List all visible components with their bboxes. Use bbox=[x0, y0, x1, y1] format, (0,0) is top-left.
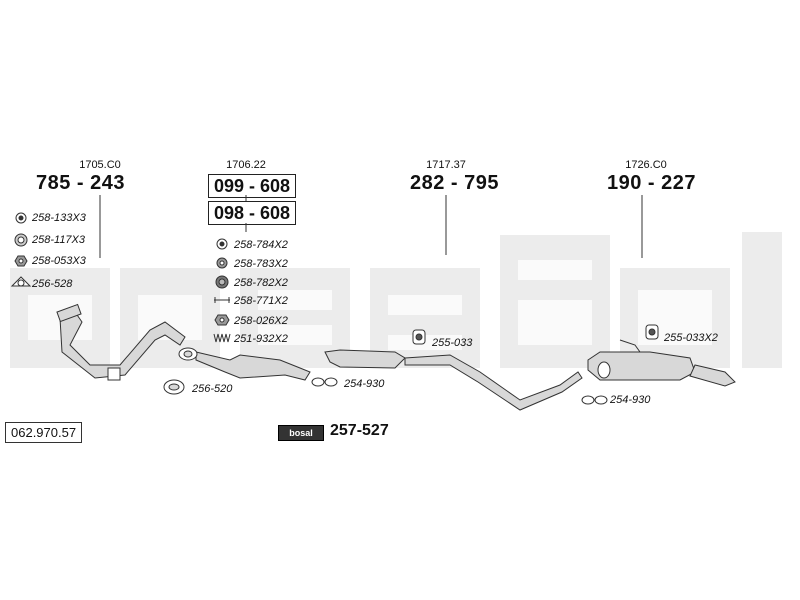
washer-icon bbox=[18, 215, 24, 221]
ring-icon bbox=[17, 236, 25, 244]
gasket-icon bbox=[17, 279, 25, 287]
kit-number: 257-527 bbox=[330, 422, 389, 439]
group4-ref: 1726.C0 bbox=[625, 159, 667, 171]
group3-number: 282 - 795 bbox=[410, 172, 500, 194]
nut-icon bbox=[18, 258, 24, 264]
part-label: 251-932X2 bbox=[234, 333, 288, 345]
flange bbox=[56, 303, 82, 323]
part-label: 255-033 bbox=[432, 337, 473, 349]
part-label: 258-783X2 bbox=[234, 258, 288, 270]
part-label: 258-133X3 bbox=[32, 212, 86, 224]
group2-number-1: 099 - 608 bbox=[208, 174, 297, 198]
hanger-bracket bbox=[619, 339, 641, 353]
clamp-icon bbox=[311, 377, 325, 387]
clamp-icon bbox=[581, 395, 595, 405]
group2-number-2: 098 - 608 bbox=[208, 201, 297, 225]
part-label: 256-520 bbox=[192, 383, 233, 395]
part-label: 258-784X2 bbox=[234, 239, 288, 251]
intermediate-pipe bbox=[404, 354, 583, 411]
part-label: 258-053X3 bbox=[32, 255, 86, 267]
part-label: 258-782X2 bbox=[234, 277, 288, 289]
catalytic-converter bbox=[195, 351, 311, 381]
hanger bbox=[107, 367, 121, 381]
part-label: 255-033X2 bbox=[664, 332, 718, 344]
group2-ref: 1706.22 bbox=[226, 159, 266, 171]
middle-silencer bbox=[324, 349, 406, 369]
bolt-icon bbox=[214, 297, 230, 303]
group1-ref: 1705.C0 bbox=[79, 159, 121, 171]
group3-ref: 1717.37 bbox=[426, 159, 466, 171]
part-label: 258-117X3 bbox=[32, 234, 86, 246]
part-label: 254-930 bbox=[344, 378, 385, 390]
part-label: 258-771X2 bbox=[234, 295, 288, 307]
catalog-number: 062.970.57 bbox=[5, 422, 83, 443]
tail-pipe bbox=[689, 364, 736, 387]
front-pipe bbox=[59, 311, 186, 379]
bosal-kit-logo: bosal bbox=[278, 425, 324, 441]
group1-number: 785 - 243 bbox=[36, 172, 126, 194]
group4-number: 190 - 227 bbox=[607, 172, 697, 194]
part-label: 256-528 bbox=[32, 278, 73, 290]
spring-icon bbox=[213, 333, 231, 343]
part-label: 258-026X2 bbox=[234, 315, 288, 327]
part-label: 254-930 bbox=[610, 394, 651, 406]
